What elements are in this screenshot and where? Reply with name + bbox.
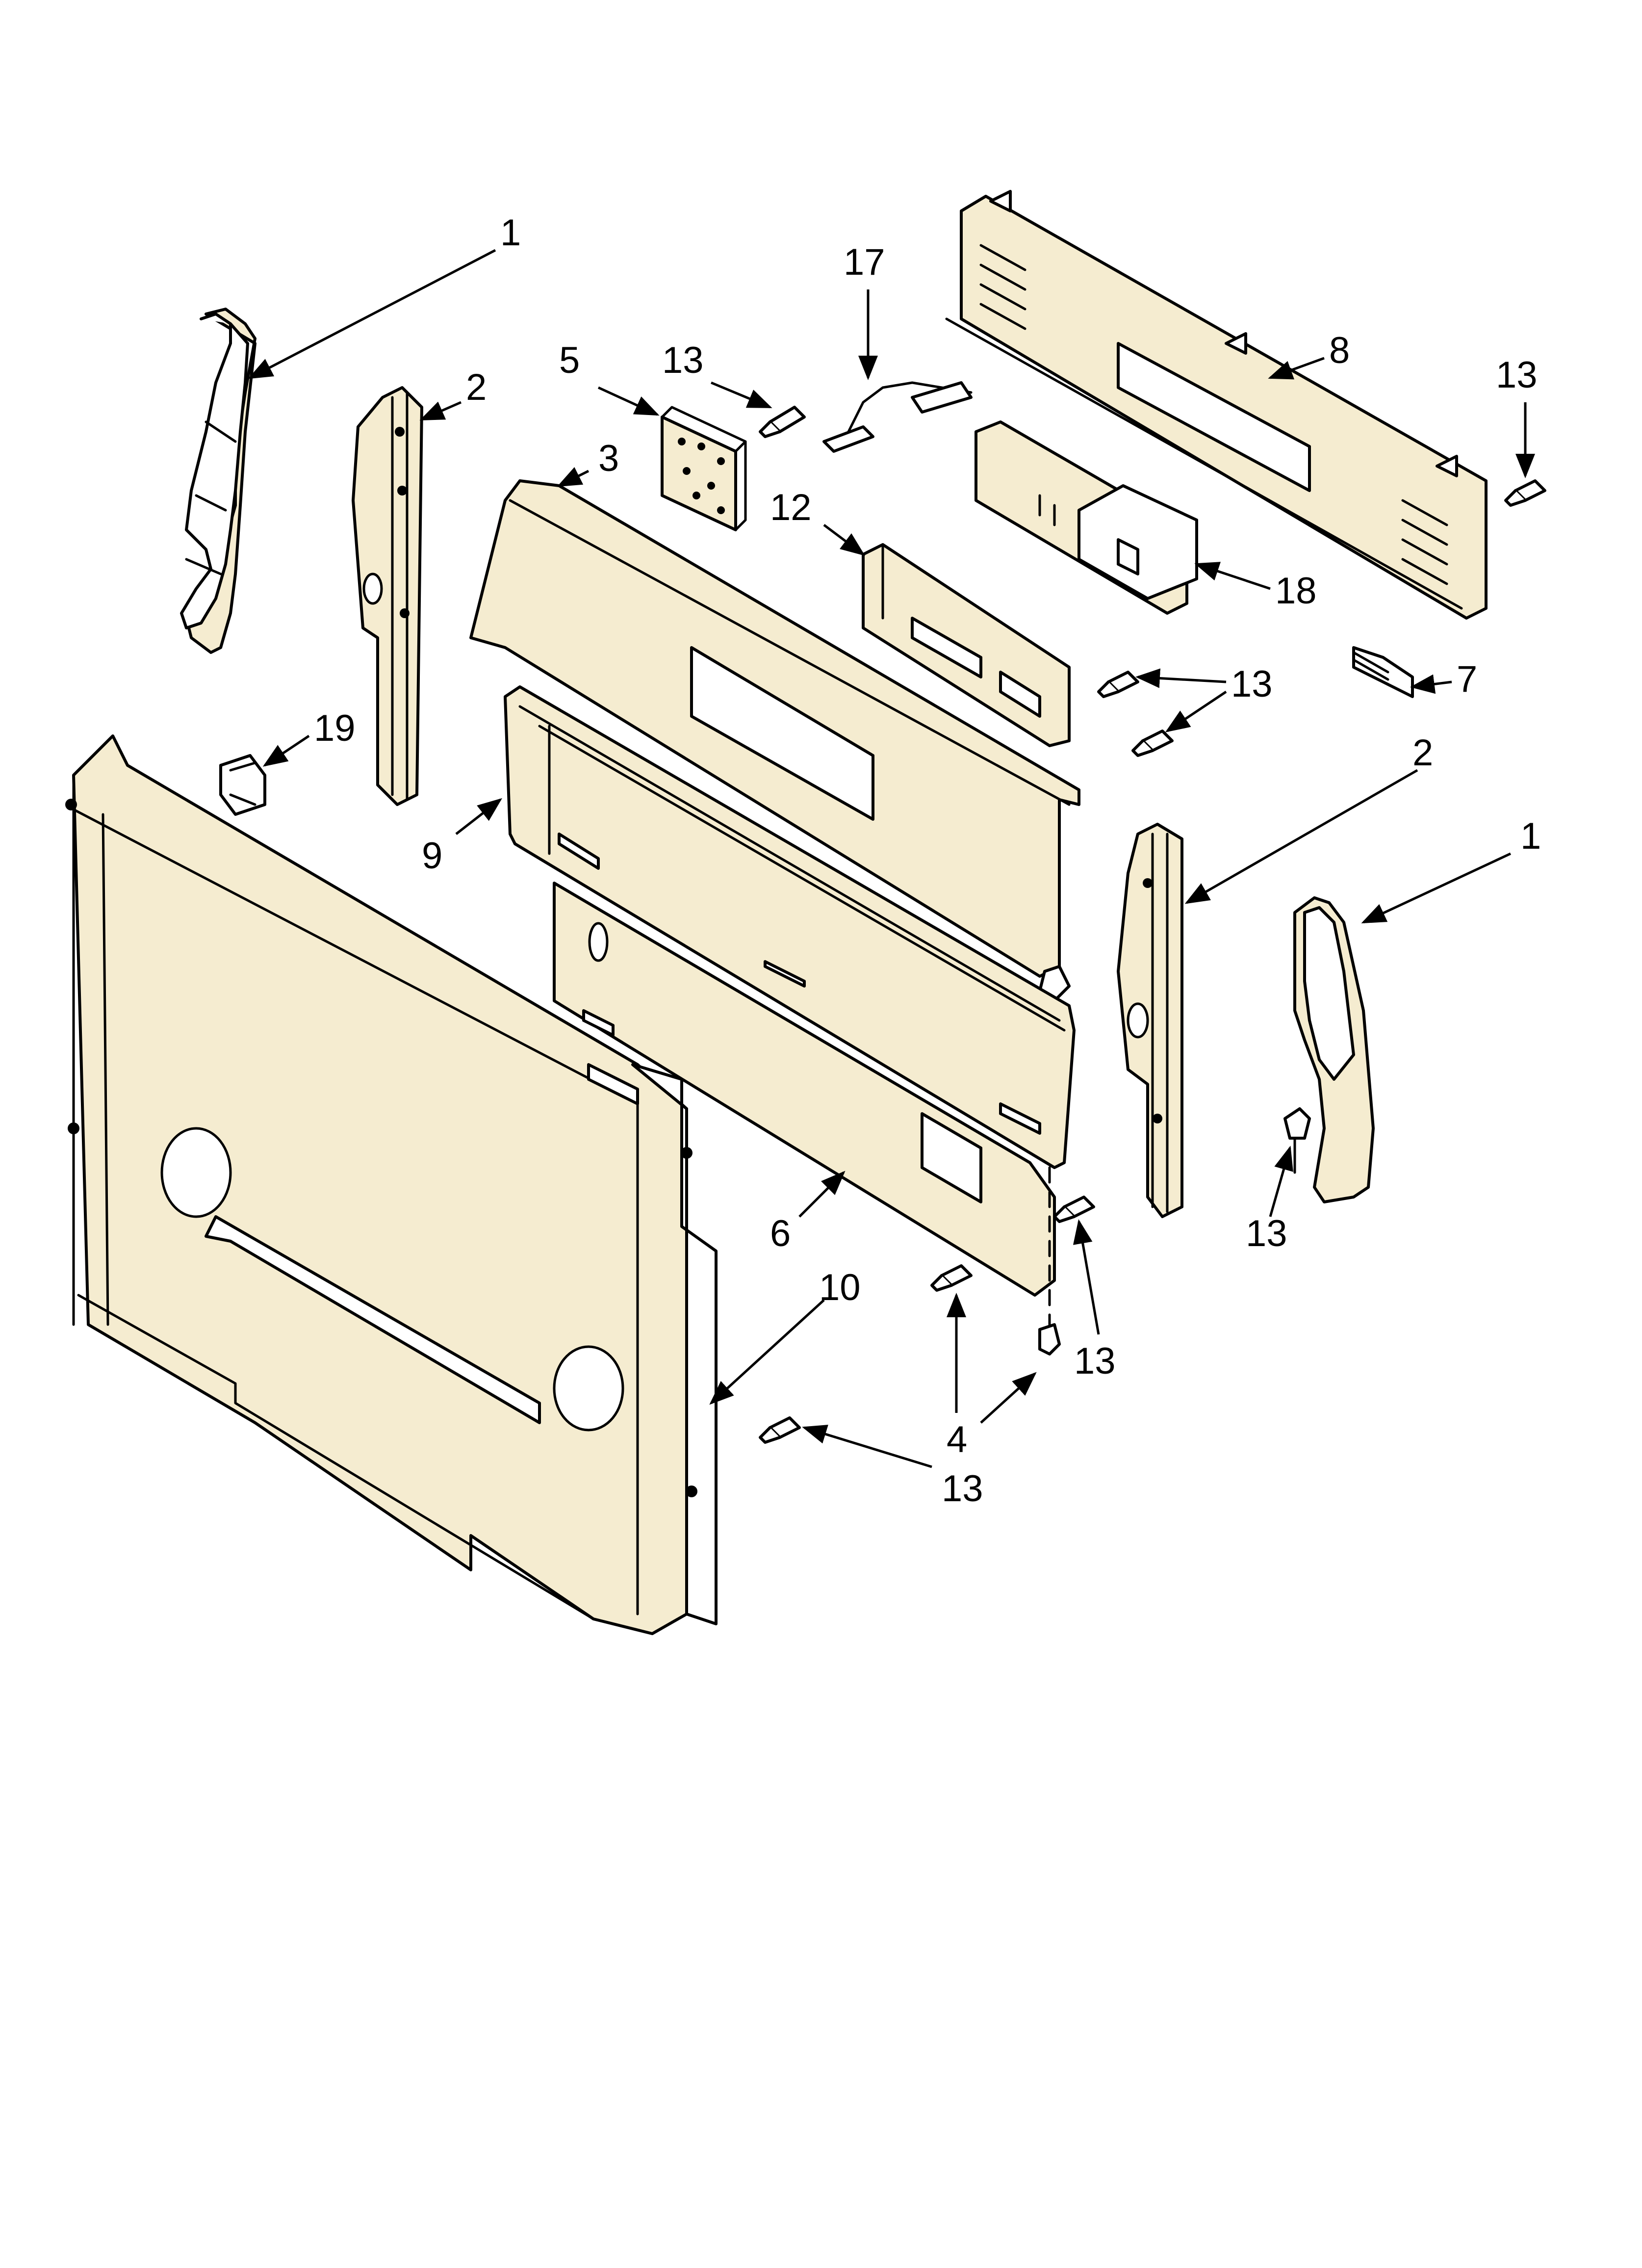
hole-right <box>553 1345 624 1432</box>
callout-8: 8 <box>1329 330 1350 371</box>
callout-12: 12 <box>770 487 812 528</box>
part-4-screws <box>930 1166 1061 1356</box>
callout-5: 5 <box>559 339 580 381</box>
callout-1-right: 1 <box>1520 815 1541 857</box>
part-3-console-panel <box>469 479 1080 1002</box>
part-9-trim-rail <box>504 685 1076 1169</box>
part-13-screws-mid <box>1097 671 1174 757</box>
callout-7: 7 <box>1457 658 1477 700</box>
callout-1-left: 1 <box>500 212 521 254</box>
part-19-clip <box>219 754 266 816</box>
part-13-screw-right <box>1283 1107 1311 1174</box>
callout-2-right: 2 <box>1412 732 1433 774</box>
callout-19: 19 <box>314 707 356 749</box>
part-18-switch-bracket <box>975 420 1198 615</box>
callout-3: 3 <box>598 438 619 479</box>
callout-13-right: 13 <box>1246 1213 1287 1254</box>
callout-13-top-right: 13 <box>1496 354 1538 396</box>
callout-6: 6 <box>770 1213 791 1254</box>
part-12-control-board <box>862 543 1071 747</box>
part-2-left-bracket <box>352 386 423 806</box>
part-8-backguard <box>945 190 1488 620</box>
callout-9: 9 <box>422 835 442 877</box>
callout-13-bottom: 13 <box>1074 1340 1116 1382</box>
hole-left <box>160 1127 232 1218</box>
part-1-left-end-cap <box>180 308 257 654</box>
callout-13-lower: 13 <box>942 1468 983 1510</box>
part-13-screw-bottom <box>759 1416 801 1444</box>
callout-13-mid: 13 <box>1231 663 1273 705</box>
callouts: 1 2 3 5 13 17 8 13 12 18 13 7 19 9 2 1 1… <box>314 212 1541 1510</box>
leader-lines <box>248 249 1535 1468</box>
part-7-clip <box>1352 646 1414 698</box>
callout-13-top: 13 <box>662 339 704 381</box>
part-13-screw-top-right <box>1504 479 1546 507</box>
callout-10: 10 <box>819 1267 861 1308</box>
callout-4: 4 <box>947 1419 967 1460</box>
callout-18: 18 <box>1275 570 1317 612</box>
part-2-right-bracket <box>1117 823 1183 1218</box>
part-10-lower-panel <box>65 734 718 1635</box>
callout-2-left: 2 <box>466 366 487 408</box>
part-1-right-end-cap <box>1293 896 1375 1203</box>
part-5-board <box>661 406 747 531</box>
part-6-inner-panel <box>553 882 1056 1297</box>
callout-17: 17 <box>844 241 885 283</box>
part-13-screw-top <box>759 406 806 438</box>
part-17-wire-harness <box>822 381 973 453</box>
part-13-screw-near-6 <box>1053 1196 1095 1223</box>
